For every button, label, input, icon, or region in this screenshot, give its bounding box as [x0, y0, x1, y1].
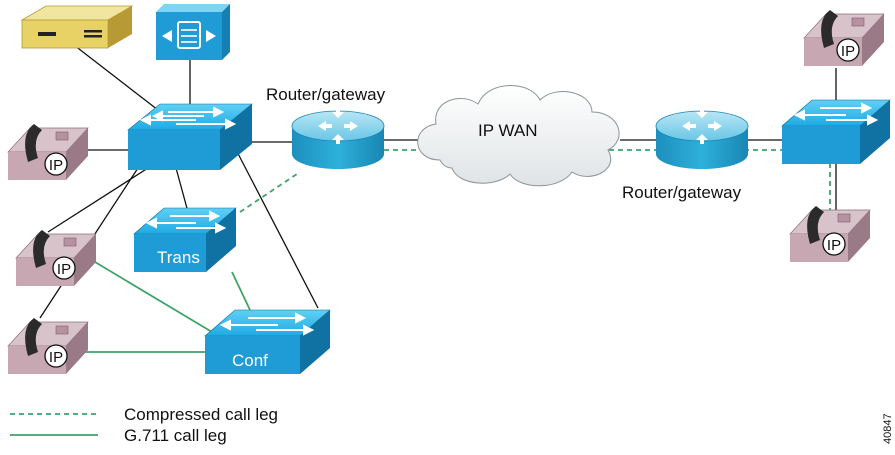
- ip-phone-right-top-label: IP: [841, 43, 855, 60]
- compressed-legs: [239, 149, 831, 213]
- switch-conf-label: Conf: [232, 351, 268, 370]
- legend-compressed-label: Compressed call leg: [124, 405, 278, 424]
- ip-phone-right-top-icon: IP: [803, 10, 885, 66]
- router-left-icon: [291, 108, 385, 169]
- switch-trans-label: Trans: [157, 248, 200, 267]
- router-right-icon: [655, 108, 749, 169]
- call-manager-icon: [156, 4, 230, 60]
- link-voicemail-switch: [69, 41, 159, 111]
- network-links: [39, 41, 837, 319]
- switch-trans-icon: Trans: [133, 207, 237, 272]
- ip-phone-right-bottom-label: IP: [827, 237, 841, 254]
- switch-right-icon: [781, 99, 891, 164]
- ip-phone-left-2-icon: IP: [15, 230, 97, 286]
- legend-g711-label: G.711 call leg: [124, 426, 227, 445]
- ip-phone-left-3-icon: IP: [7, 318, 89, 374]
- compressed-leg-trans-router: [239, 171, 301, 213]
- ip-phone-left-2-label: IP: [57, 261, 71, 278]
- wan-label: IP WAN: [478, 121, 538, 140]
- legend: Compressed call leg G.711 call leg: [10, 405, 278, 445]
- ip-wan-cloud-icon: [417, 85, 620, 187]
- compressed-leg-router-phoneB: [384, 149, 831, 212]
- g711-leg-trans-conf: [231, 271, 251, 311]
- ip-phone-right-bottom-icon: IP: [789, 206, 871, 262]
- g711-legs: [85, 261, 251, 353]
- figure-id: 40847: [882, 413, 894, 444]
- ip-phone-left-3-label: IP: [49, 349, 63, 366]
- link-switch-trans: [175, 167, 189, 213]
- g711-leg-phone2-conf: [94, 261, 213, 333]
- ip-phone-left-1-label: IP: [49, 157, 63, 174]
- link-switch-conf: [231, 141, 319, 309]
- router-left-label: Router/gateway: [266, 85, 386, 104]
- switch-conf-icon: Conf: [204, 309, 331, 374]
- ip-phone-left-1-icon: IP: [7, 124, 89, 180]
- switch-main-icon: [127, 103, 253, 170]
- voicemail-server-icon: [20, 5, 134, 49]
- router-right-label: Router/gateway: [622, 183, 742, 202]
